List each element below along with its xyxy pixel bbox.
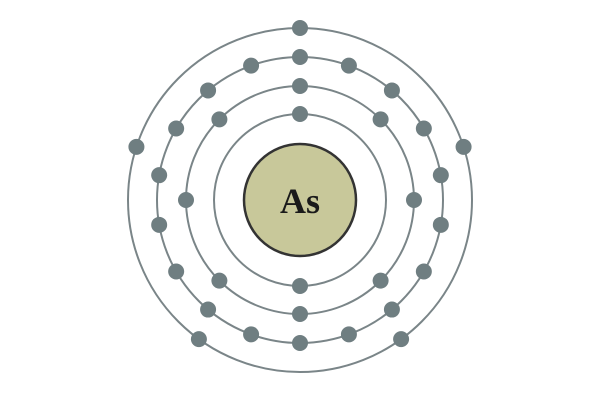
- electron-shell-2-3: [406, 192, 422, 208]
- electron-shell-1-2: [292, 278, 308, 294]
- element-symbol: As: [280, 181, 320, 221]
- electron-shell-3-11: [243, 326, 260, 343]
- electron-shell-3-8: [383, 301, 400, 318]
- electron-shell-3-6: [432, 216, 449, 233]
- electron-shell-2-2: [372, 111, 389, 128]
- electron-shell-3-7: [415, 263, 432, 280]
- electron-shell-3-9: [340, 326, 357, 343]
- electron-shell-3-1: [292, 49, 308, 65]
- electron-shell-4-3: [393, 331, 410, 348]
- electron-shell-3-16: [168, 120, 185, 137]
- electron-shell-1-1: [292, 106, 308, 122]
- electron-shell-3-13: [168, 263, 185, 280]
- electron-shell-4-4: [190, 331, 207, 348]
- electron-shell-2-1: [292, 78, 308, 94]
- electron-shell-3-10: [292, 335, 308, 351]
- nucleus-circle: [242, 142, 358, 258]
- electron-shell-3-3: [383, 82, 400, 99]
- electron-shell-3-17: [200, 82, 217, 99]
- electron-shell-4-5: [128, 138, 145, 155]
- electron-group: [128, 20, 472, 351]
- electron-shell-3-5: [432, 167, 449, 184]
- electron-shell-3-4: [415, 120, 432, 137]
- electron-shell-2-5: [292, 306, 308, 322]
- electron-shell-3-12: [200, 301, 217, 318]
- electron-shell-2-4: [372, 272, 389, 289]
- nucleus: As: [242, 142, 358, 258]
- electron-shell-4-2: [455, 138, 472, 155]
- electron-shell-2-8: [211, 111, 228, 128]
- electron-shell-3-15: [151, 167, 168, 184]
- electron-shell-3-14: [151, 216, 168, 233]
- electron-shell-4-1: [292, 20, 308, 36]
- electron-shell-3-18: [243, 57, 260, 74]
- electron-shell-2-6: [211, 272, 228, 289]
- electron-shell-3-2: [340, 57, 357, 74]
- electron-shell-2-7: [178, 192, 194, 208]
